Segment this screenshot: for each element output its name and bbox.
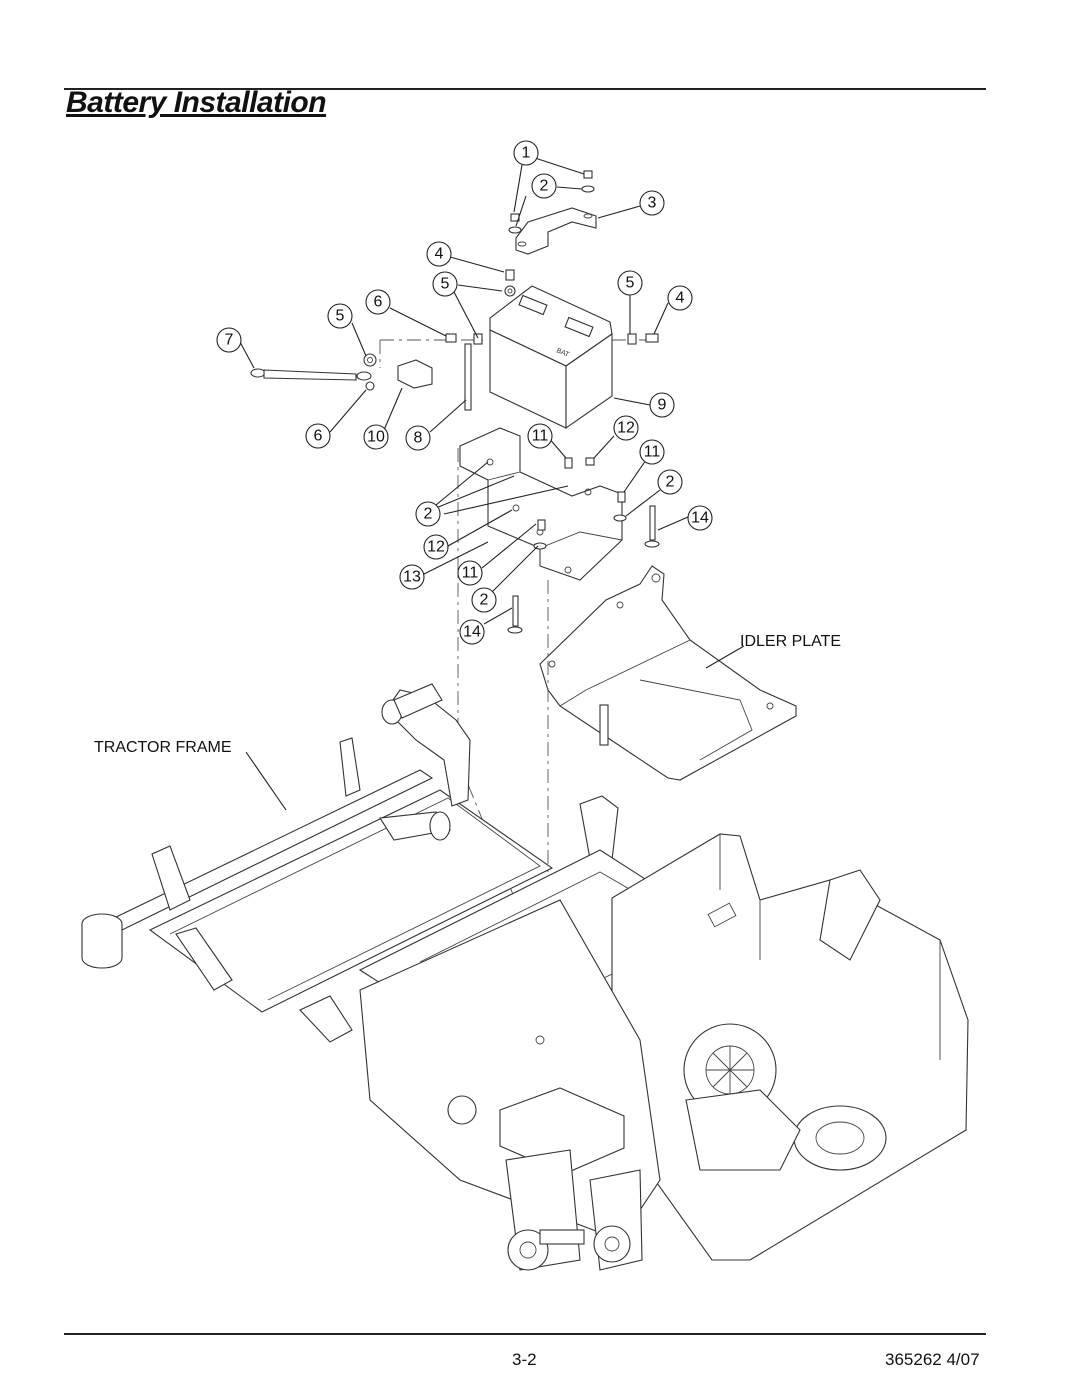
battery-tray [459, 427, 623, 581]
callout-8: 8 [405, 425, 431, 451]
battery: BAT [489, 285, 613, 430]
svg-text:12: 12 [427, 539, 445, 556]
callout-1: 1 [513, 140, 539, 166]
callout-2: 2 [531, 173, 557, 199]
callout-2: 2 [471, 587, 497, 613]
svg-text:11: 11 [462, 565, 479, 582]
hold-down-bracket [515, 207, 597, 255]
callout-5: 5 [617, 270, 643, 296]
callout-2: 2 [657, 469, 683, 495]
callout-14: 14 [459, 619, 485, 645]
callout-12: 12 [613, 415, 639, 441]
callout-6: 6 [305, 423, 331, 449]
svg-text:2: 2 [540, 178, 549, 195]
svg-text:8: 8 [414, 430, 423, 447]
svg-text:13: 13 [403, 569, 421, 586]
svg-text:6: 6 [374, 294, 383, 311]
svg-text:14: 14 [463, 624, 481, 641]
callout-10: 10 [363, 424, 389, 450]
callout-12: 12 [423, 534, 449, 560]
callout-3: 3 [639, 190, 665, 216]
callout-5: 5 [432, 271, 458, 297]
svg-text:5: 5 [441, 276, 450, 293]
svg-text:2: 2 [480, 592, 489, 609]
battery-cable [250, 359, 433, 389]
callout-7: 7 [216, 327, 242, 353]
svg-text:14: 14 [691, 510, 709, 527]
svg-text:1: 1 [522, 145, 531, 162]
callout-4: 4 [426, 241, 452, 267]
svg-text:10: 10 [367, 429, 385, 446]
cable-rod [464, 343, 472, 411]
idler-plate-label: IDLER PLATE [740, 633, 841, 650]
svg-text:6: 6 [314, 428, 323, 445]
callout-11: 11 [527, 423, 553, 449]
page-number: 3-2 [512, 1350, 537, 1369]
document-reference: 365262 4/07 [885, 1350, 980, 1369]
page-title: Battery Installation [66, 86, 327, 119]
callout-2: 2 [415, 501, 441, 527]
idler-plate [539, 565, 797, 781]
callout-13: 13 [399, 564, 425, 590]
tractor-frame-label: TRACTOR FRAME [94, 739, 231, 756]
svg-text:11: 11 [644, 444, 661, 461]
callout-14: 14 [687, 505, 713, 531]
svg-text:2: 2 [424, 506, 433, 523]
svg-text:9: 9 [658, 397, 667, 414]
hardware-fasteners [504, 170, 595, 297]
top-rule [64, 88, 986, 90]
svg-text:5: 5 [626, 275, 635, 292]
svg-text:7: 7 [225, 332, 234, 349]
svg-text:2: 2 [666, 474, 675, 491]
svg-text:4: 4 [676, 290, 685, 307]
svg-text:5: 5 [336, 308, 345, 325]
callout-11: 11 [457, 560, 483, 586]
svg-text:12: 12 [617, 420, 635, 437]
callout-leaders [239, 157, 745, 811]
callout-6: 6 [365, 289, 391, 315]
tractor-frame [81, 683, 969, 1271]
callout-4: 4 [667, 285, 693, 311]
callout-5: 5 [327, 303, 353, 329]
svg-text:BAT: BAT [555, 347, 570, 359]
bolt-nut-set [363, 333, 659, 391]
svg-text:3: 3 [648, 195, 657, 212]
svg-text:4: 4 [435, 246, 444, 263]
bottom-rule [64, 1333, 986, 1335]
callout-9: 9 [649, 392, 675, 418]
svg-text:11: 11 [532, 428, 549, 445]
callout-11: 11 [639, 439, 665, 465]
